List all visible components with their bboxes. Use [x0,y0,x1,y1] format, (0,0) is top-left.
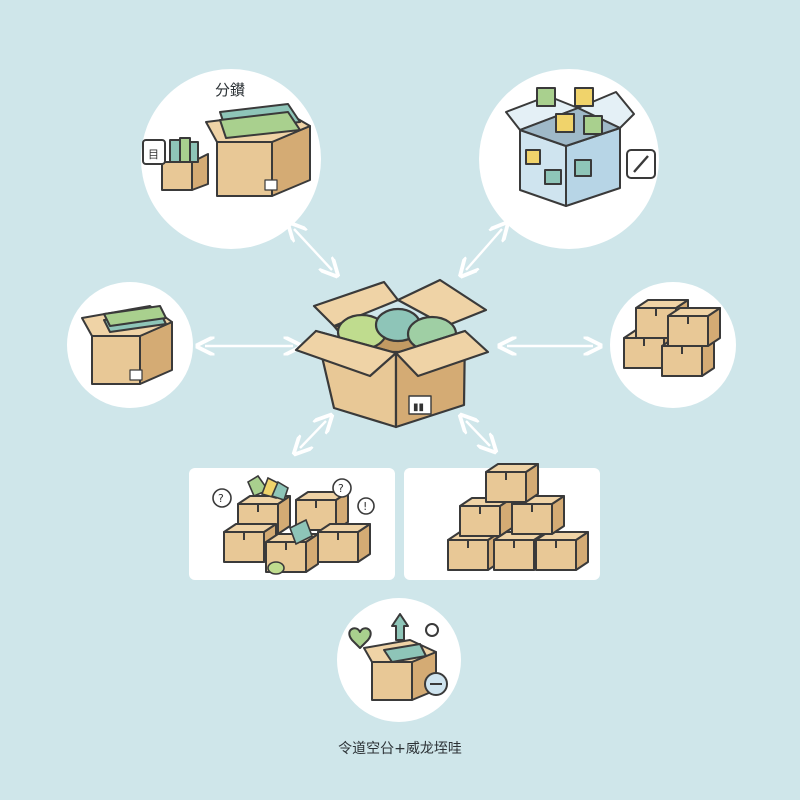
bottom-scene [348,613,448,701]
top-left-scene: 目 [142,103,311,197]
left-scene [81,305,173,385]
right-scene [623,299,721,377]
connector-arrows [205,229,593,448]
messy-boxes-scene: ? ? ! [212,474,375,575]
label-tag-icon: 目 [148,148,159,161]
svg-text:?: ? [338,482,344,495]
question-mark-icon: ? [218,492,224,505]
bottom-caption: 令道空㕣+威龙垤哇 [338,741,462,757]
svg-text:▮▮: ▮▮ [413,402,424,413]
top-left-label: 分鑚 [215,81,246,99]
top-right-scene [505,87,656,207]
exclamation-icon: ! [363,500,367,513]
central-open-box: ▮▮ [294,278,490,429]
